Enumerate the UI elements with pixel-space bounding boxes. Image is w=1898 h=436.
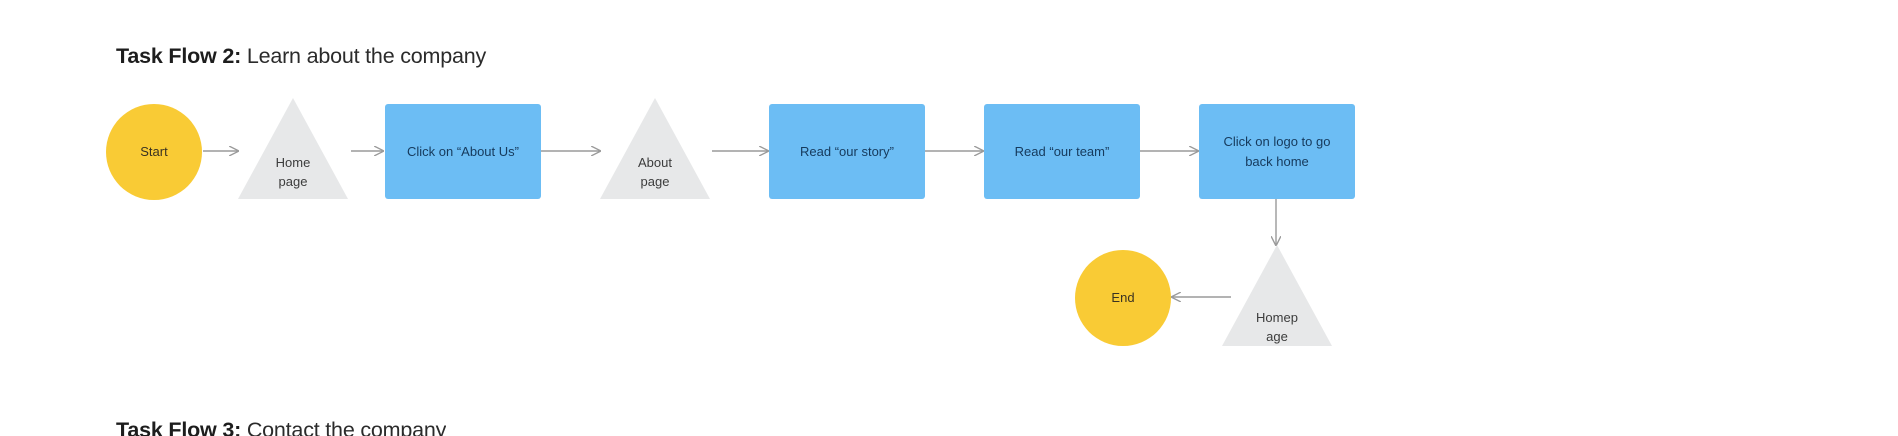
node-end-label: End [1111, 289, 1135, 305]
page-title-prefix: Task Flow 2: [116, 44, 242, 68]
node-about-page-label: About page [598, 153, 712, 191]
node-homepage-end-label-line1: Homep [1256, 309, 1298, 325]
node-homepage-end[interactable]: Homep age [1220, 243, 1334, 348]
node-home-page-label-line2: page [278, 173, 308, 189]
node-home-page-label-line1: Home [275, 154, 311, 170]
page-title-text: Learn about the company [241, 44, 487, 68]
node-start-label: Start [140, 143, 168, 159]
node-click-logo-label-line2: back home [1245, 153, 1309, 169]
node-click-logo-label: Click on logo to go back home [1224, 132, 1331, 171]
node-read-story[interactable]: Read “our story” [769, 104, 925, 199]
node-homepage-end-label-line2: age [1266, 328, 1288, 344]
next-section-title: Task Flow 3: Contact the company [116, 418, 446, 436]
node-about-page-label-line2: page [640, 173, 670, 189]
page-title: Task Flow 2: Learn about the company [116, 44, 486, 69]
node-click-about-label: Click on “About Us” [407, 143, 519, 159]
node-homepage-end-label: Homep age [1220, 308, 1334, 346]
node-home-page[interactable]: Home page [236, 96, 350, 201]
triangle-icon [600, 98, 710, 199]
node-start[interactable]: Start [106, 104, 202, 200]
triangle-icon [238, 98, 348, 199]
node-read-team[interactable]: Read “our team” [984, 104, 1140, 199]
triangle-icon [1222, 245, 1332, 346]
node-click-logo-label-line1: Click on logo to go [1223, 134, 1331, 149]
next-section-title-text: Contact the company [241, 418, 447, 436]
next-section-title-prefix: Task Flow 3: [116, 418, 242, 436]
node-about-page-label-line1: About [638, 154, 672, 170]
node-click-logo[interactable]: Click on logo to go back home [1199, 104, 1355, 199]
node-click-about[interactable]: Click on “About Us” [385, 104, 541, 199]
node-home-page-label: Home page [236, 153, 350, 191]
node-about-page[interactable]: About page [598, 96, 712, 201]
node-read-story-label: Read “our story” [800, 143, 894, 159]
node-end[interactable]: End [1075, 250, 1171, 346]
node-read-team-label: Read “our team” [1014, 143, 1110, 159]
